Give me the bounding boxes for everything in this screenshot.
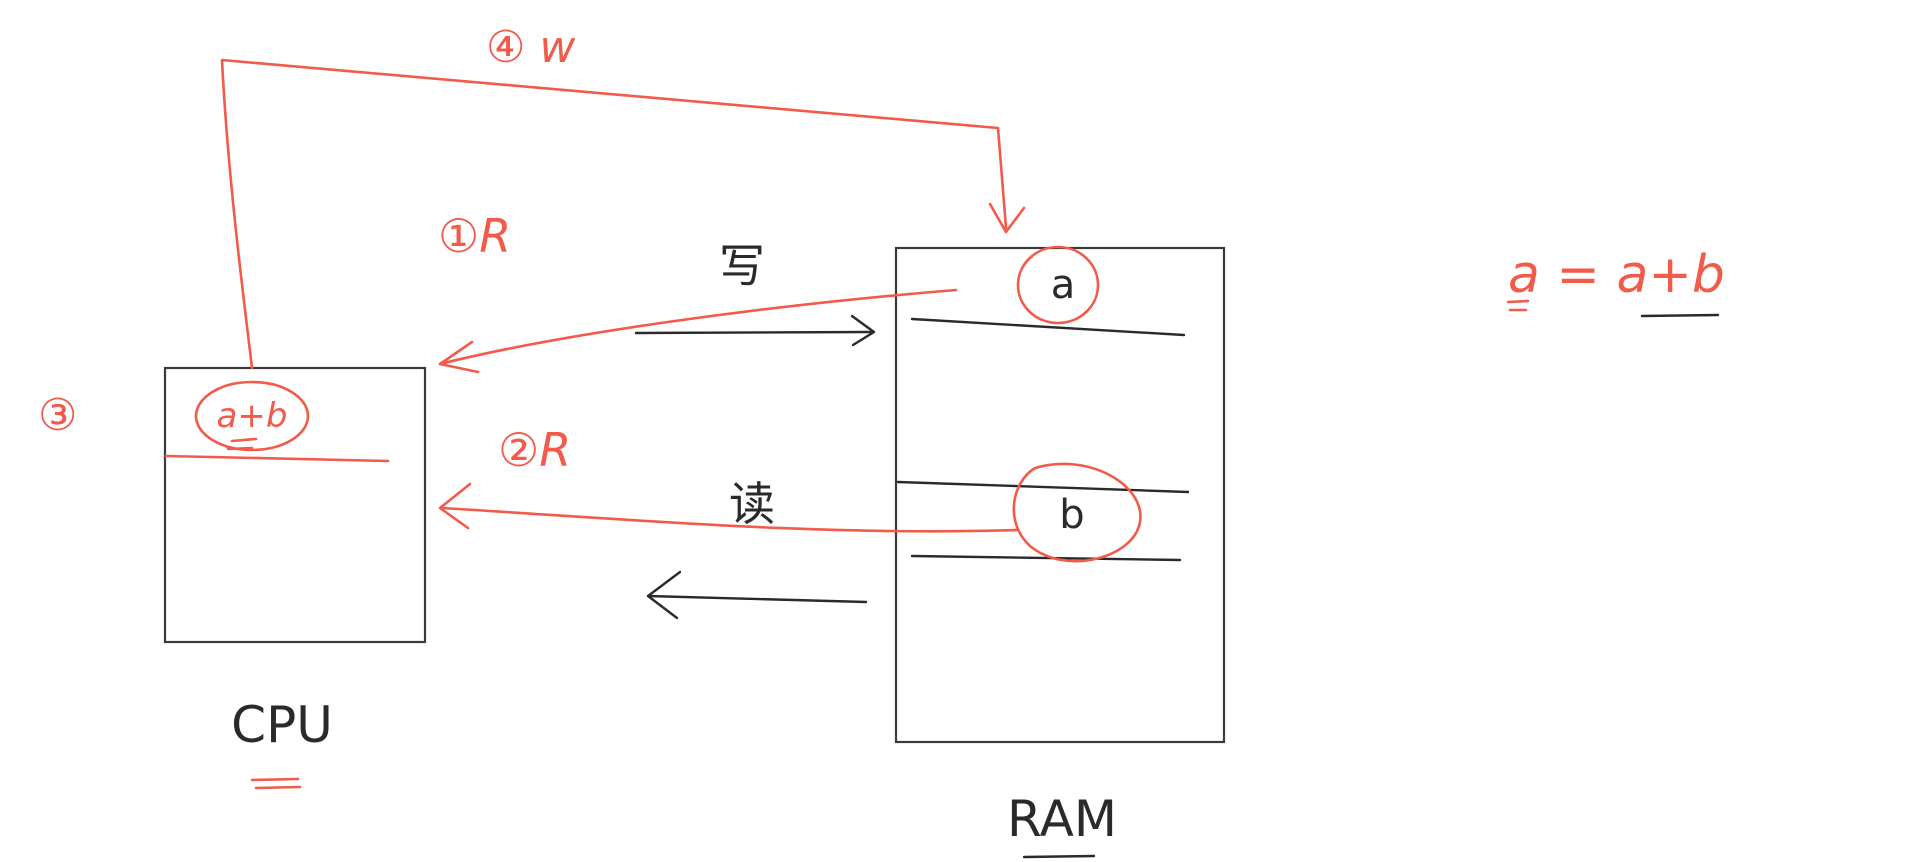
- step3-label: ③: [38, 390, 77, 441]
- step2-read-arrow: ②R: [438, 423, 1020, 533]
- read-label: 读: [729, 477, 775, 531]
- cpu-box: [163, 366, 427, 644]
- cpu-label: CPU: [231, 696, 333, 754]
- write-arrow: 写: [634, 239, 876, 347]
- ram-cell-b-label: b: [1059, 492, 1084, 538]
- ram-cell-a: a: [1016, 245, 1100, 325]
- cpu-register: a+b: [194, 380, 310, 452]
- cpu-label-group: CPU: [231, 696, 333, 790]
- equation: a = a+b: [1508, 245, 1725, 305]
- write-label: 写: [719, 239, 765, 293]
- ram-label-group: RAM: [1007, 790, 1117, 859]
- step4-write-arrow: ④ w: [220, 22, 1026, 370]
- cpu-register-label: a+b: [217, 396, 288, 436]
- ram-cell-b: b: [1012, 462, 1142, 563]
- ram-label: RAM: [1007, 790, 1117, 848]
- step4-label: ④ w: [486, 22, 576, 73]
- read-arrow: 读: [646, 477, 868, 620]
- ram-cell-a-label: a: [1051, 262, 1076, 308]
- step2-label: ②R: [498, 423, 571, 477]
- step1-read-arrow: ①R: [438, 209, 958, 374]
- equation-group: a = a+b: [1506, 245, 1725, 318]
- step1-label: ①R: [438, 209, 511, 263]
